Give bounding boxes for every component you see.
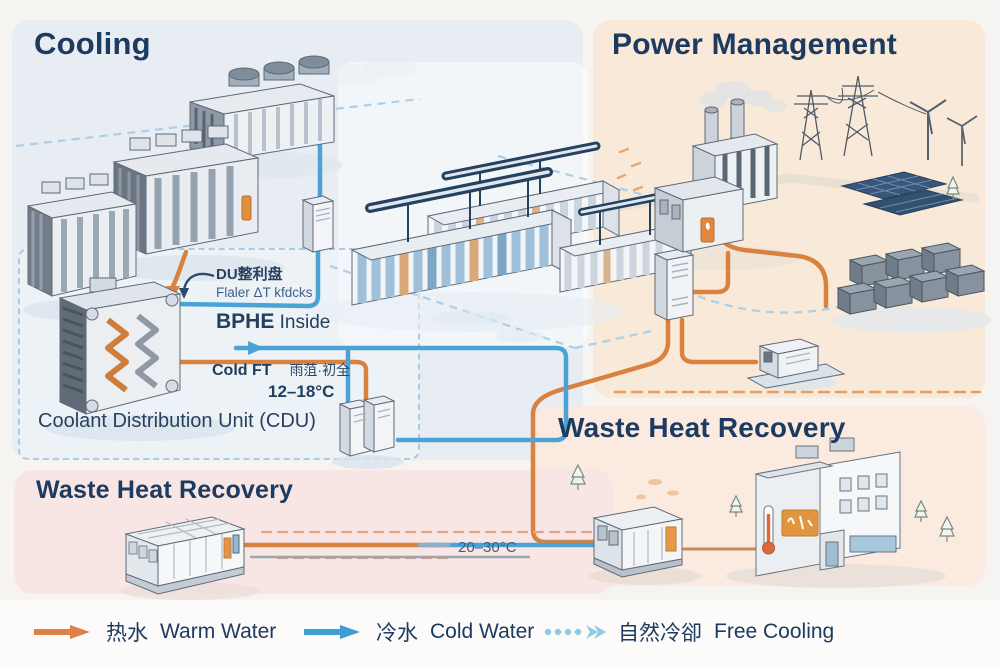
waste-heat-right-title: Waste Heat Recovery [558, 412, 846, 443]
trees [570, 175, 960, 542]
legend-warm-en: Warm Water [160, 620, 277, 643]
cdu-unit [58, 277, 182, 415]
cold-cjk-label: 雨菹·初全 [289, 362, 351, 378]
legend-cold-en: Cold Water [430, 620, 535, 643]
warm-water-pipes [170, 212, 829, 551]
cooling-title: Cooling [34, 26, 151, 61]
steam-cloud [254, 43, 418, 86]
bphe-label-rest: Inside [279, 312, 331, 333]
pdu-cabinet [653, 248, 695, 321]
warm-water-arrow-icon [34, 625, 90, 639]
waste-heat-bottom-title: Waste Heat Recovery [36, 476, 294, 504]
wind-turbines [909, 99, 978, 166]
generator-box [746, 338, 846, 389]
cold-ft-label: Cold FT [212, 362, 272, 379]
battery-containers [836, 242, 986, 315]
cdu-callout-arrow [179, 272, 215, 299]
office-building [754, 437, 901, 577]
district-loop-temp: 20–30°C [458, 539, 517, 556]
busway-front [365, 167, 553, 242]
heat-pump-container-right [592, 506, 684, 578]
chiller-unit-small [26, 173, 138, 297]
legend-item-free-cooling: 自然冷卻 Free Cooling [544, 616, 834, 648]
dry-cooler [189, 43, 418, 161]
server-rack-row-front [350, 209, 573, 306]
cdu-callout-line2: Flaler ΔT kfdcks [216, 285, 313, 301]
cold-temp-label: 12–18°C [268, 382, 335, 401]
pump-cabinets [338, 395, 396, 457]
cooling-cabinet [301, 195, 335, 253]
free-cooling-arrow-icon [544, 625, 606, 639]
legend-item-cold-water: 冷水 Cold Water [304, 616, 534, 648]
decorative-flecks [430, 147, 679, 500]
heat-recovery-container-bottom [124, 516, 246, 595]
power-plant [653, 81, 787, 253]
legend-warm-cjk: 热水 [106, 622, 148, 645]
legend-item-warm-water: 热水 Warm Water [34, 616, 276, 648]
cold-arrowhead [248, 341, 264, 355]
cold-water-arrow-icon [304, 625, 360, 639]
transmission-towers [794, 75, 927, 161]
cold-supply-label: Cold FT 雨菹·初全 [212, 362, 350, 380]
power-title: Power Management [612, 28, 897, 61]
cdu-callout: DU整利盘 Flaler ΔT kfdcks [216, 266, 313, 301]
cdu-callout-line1: DU整利盘 [216, 266, 283, 283]
legend-free-cjk: 自然冷卻 [618, 622, 702, 645]
legend-strip [0, 600, 1000, 666]
bphe-label-bold: BPHE [216, 310, 275, 333]
solar-array [840, 171, 964, 216]
cooler-fans [228, 55, 330, 87]
legend-cold-cjk: 冷水 [376, 622, 418, 645]
bphe-label: BPHE Inside [216, 310, 330, 334]
legend-free-en: Free Cooling [714, 620, 835, 643]
cdu-caption: Coolant Distribution Unit (CDU) [38, 410, 316, 432]
